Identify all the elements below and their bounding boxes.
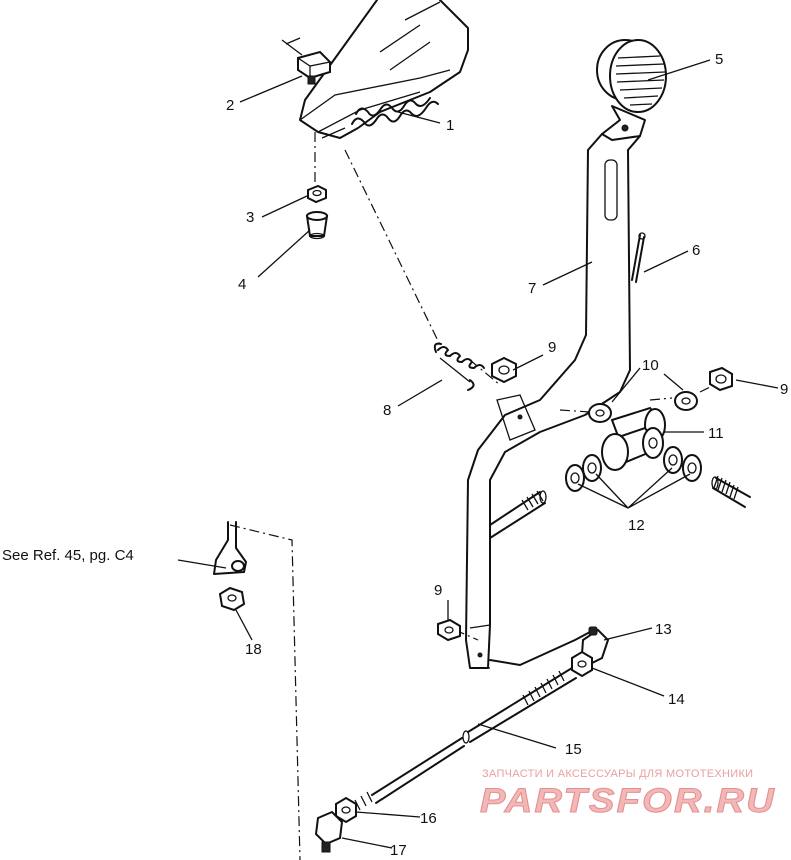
watermark-tagline: ЗАПЧАСТИ И АКСЕССУАРЫ ДЛЯ МОТОТЕХНИКИ	[482, 768, 753, 780]
bushing-part-11-front	[601, 426, 664, 471]
washer-part-10-right	[674, 391, 698, 411]
nut-part-9-right	[709, 366, 733, 392]
nut-part-9-upper	[491, 356, 517, 384]
callout-4: 4	[238, 276, 246, 293]
callout-9-upper: 9	[548, 339, 556, 356]
callout-9-right: 9	[780, 381, 788, 398]
callout-11: 11	[708, 425, 724, 442]
callout-15: 15	[565, 741, 582, 758]
callout-12: 12	[628, 517, 645, 534]
watermark: ЗАПЧАСТИ И АКСЕССУАРЫ ДЛЯ МОТОТЕХНИКИ PA…	[480, 768, 776, 821]
threaded-stud	[711, 475, 751, 508]
callout-18: 18	[245, 641, 262, 658]
cotter-pin-part-6	[631, 232, 646, 283]
bushing-part-4	[305, 211, 329, 240]
callouts: 1 2 3 4 5 6 7 8 9 9 9 10 11 12 13 14 15 …	[2, 51, 788, 859]
nut-part-9-lower	[437, 618, 461, 642]
callout-16: 16	[420, 810, 437, 827]
spring-part-8	[433, 342, 485, 391]
callout-13: 13	[655, 621, 672, 638]
callout-14: 14	[668, 691, 685, 708]
watermark-logo: PARTSFOR.RU	[480, 782, 776, 820]
frame-bracket-part-1	[299, 0, 469, 139]
callout-10: 10	[642, 357, 659, 374]
brake-rod-part-15	[354, 667, 577, 811]
callout-6: 6	[692, 242, 700, 259]
nut-part-18	[218, 586, 246, 612]
callout-5: 5	[715, 51, 723, 68]
rod-end-part-17	[314, 810, 344, 853]
callout-17: 17	[390, 842, 407, 859]
callout-3: 3	[246, 209, 254, 226]
switch-connector-part-2	[281, 37, 331, 85]
brake-arm-ref-45	[213, 521, 247, 575]
callout-1: 1	[446, 117, 454, 134]
washer-part-10-left	[588, 403, 612, 423]
reference-note: See Ref. 45, pg. C4	[2, 547, 134, 564]
pedal-arm-part-7	[465, 133, 641, 669]
callout-9-lower: 9	[434, 582, 442, 599]
nut-part-14	[571, 650, 593, 678]
callout-7: 7	[528, 280, 536, 297]
callout-2: 2	[226, 97, 234, 114]
leader-lines	[177, 59, 779, 849]
pedal-pad-part-5	[596, 39, 667, 141]
nut-part-3	[307, 184, 327, 204]
callout-8: 8	[383, 402, 391, 419]
